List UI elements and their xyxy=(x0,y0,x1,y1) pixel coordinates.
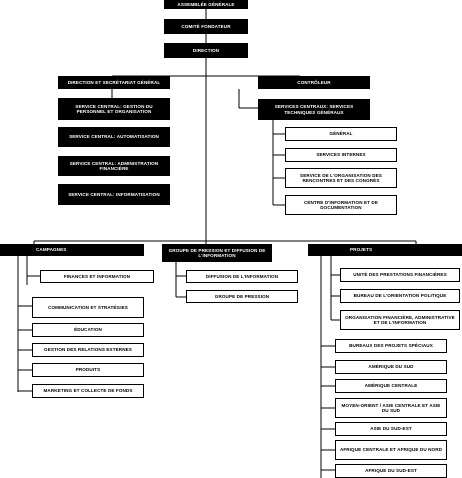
campagnes-box: CAMPAGNES xyxy=(0,244,144,256)
moyen-orient-asie-box: MOYEN-ORIENT / ASIE CENTRALE ET ASIE DU … xyxy=(335,398,447,418)
organisation-financiere-box: ORGANISATION FINANCIÈRE, ADMINISTRATIVE … xyxy=(340,310,460,330)
groupe-pression-box: GROUPE DE PRESSION ET DIFFUSION DE L'INF… xyxy=(162,244,272,262)
service-informatisation-box: SERVICE CENTRAL: INFORMATISATION xyxy=(58,184,170,205)
service-administration-financiere-box: SERVICE CENTRAL: ADMINISTRATION FINANCIÈ… xyxy=(58,156,170,176)
groupe-de-pression-box: GROUPE DE PRESSION xyxy=(186,290,298,303)
controleur-box: CONTRÔLEUR xyxy=(258,76,370,89)
finances-information-box: FINANCES ET INFORMATION xyxy=(40,270,154,283)
direction-box: DIRECTION xyxy=(164,43,248,58)
produits-box: PRODUITS xyxy=(32,363,144,377)
comite-fondateur-box: COMITÉ FONDATEUR xyxy=(164,19,248,34)
bureaux-projets-speciaux-box: BUREAUX DES PROJETS SPÉCIAUX xyxy=(335,339,447,353)
amerique-centrale-box: AMÉRIQUE CENTRALE xyxy=(335,379,447,393)
service-gestion-personnel-box: SERVICE CENTRAL: GESTION DU PERSONNEL ET… xyxy=(58,98,170,120)
diffusion-information-box: DIFFUSION DE L'INFORMATION xyxy=(186,270,298,283)
unite-prestations-box: UNITÉ DES PRESTATIONS FINANCIÈRES xyxy=(340,268,460,282)
asie-sud-est-box: ASIE DU SUD-EST xyxy=(335,422,447,436)
services-centraux-techniques-box: SERVICES CENTRAUX: SERVICES TECHNIQUES G… xyxy=(258,99,370,120)
amerique-du-sud-box: AMÉRIQUE DU SUD xyxy=(335,360,447,374)
afrique-sud-est-box: AFRIQUE DU SUD-EST xyxy=(335,464,447,478)
organisation-rencontres-box: SERVICE DE L'ORGANISATION DES RENCONTRES… xyxy=(285,168,397,188)
relations-externes-box: GESTION DES RELATIONS EXTERNES xyxy=(32,343,144,357)
marketing-collecte-box: MARKETING ET COLLECTE DE FONDS xyxy=(32,384,144,398)
general-box: GÉNÉRAL xyxy=(285,127,397,141)
communication-strategies-box: COMMUNICATION ET STRATÉGIES xyxy=(32,297,144,318)
services-internes-box: SERVICES INTERNES xyxy=(285,148,397,162)
service-automatisation-box: SERVICE CENTRAL: AUTOMATISATION xyxy=(58,127,170,147)
direction-secretariat-box: DIRECTION ET SECRÉTARIAT GÉNÉRAL xyxy=(58,76,170,89)
education-box: ÉDUCATION xyxy=(32,323,144,337)
projets-box: PROJETS xyxy=(308,244,462,256)
bureau-orientation-box: BUREAU DE L'ORIENTATION POLITIQUE xyxy=(340,289,460,303)
afrique-centrale-nord-box: AFRIQUE CENTRALE ET AFRIQUE DU NORD xyxy=(335,440,447,460)
assemblee-generale-box: ASSEMBLÉE GÉNÉRALE xyxy=(164,0,248,9)
centre-information-box: CENTRE D'INFORMATION ET DE DOCUMENTATION xyxy=(285,195,397,215)
